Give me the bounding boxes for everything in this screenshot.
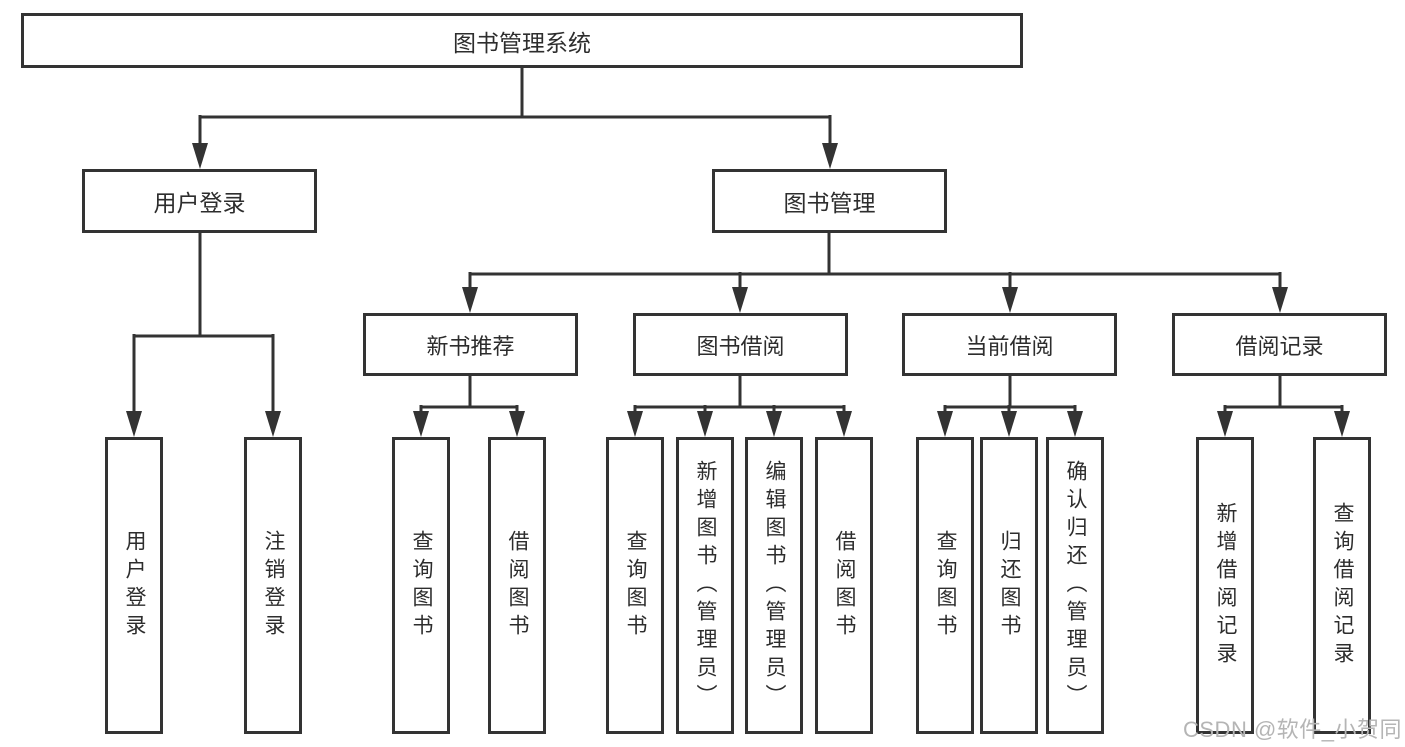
node-borrow-records: 借阅记录 — [1172, 313, 1387, 376]
leaf-query-books-1: 查询图书 — [392, 437, 450, 734]
leaf-return-book: 归还图书 — [980, 437, 1038, 734]
node-book-borrow: 图书借阅 — [633, 313, 848, 376]
node-root: 图书管理系统 — [21, 13, 1023, 68]
leaf-query-books-2: 查询图书 — [606, 437, 664, 734]
leaf-borrow-books-2: 借阅图书 — [815, 437, 873, 734]
arrowheads — [126, 143, 1350, 437]
node-book-management: 图书管理 — [712, 169, 947, 233]
node-new-book-recommend: 新书推荐 — [363, 313, 578, 376]
node-current-borrow: 当前借阅 — [902, 313, 1117, 376]
leaf-confirm-return-admin: 确认归还（管理员） — [1046, 437, 1104, 734]
watermark: CSDN @软件_小贺同学 — [1183, 717, 1403, 742]
leaf-edit-book-admin: 编辑图书（管理员） — [745, 437, 803, 734]
leaf-query-books-3: 查询图书 — [916, 437, 974, 734]
leaf-add-borrow-record: 新增借阅记录 — [1196, 437, 1254, 734]
leaf-add-book-admin: 新增图书（管理员） — [676, 437, 734, 734]
leaf-logout: 注销登录 — [244, 437, 302, 734]
node-user-login: 用户登录 — [82, 169, 317, 233]
leaf-user-login: 用户登录 — [105, 437, 163, 734]
leaf-borrow-books-1: 借阅图书 — [488, 437, 546, 734]
leaf-query-borrow-record: 查询借阅记录 — [1313, 437, 1371, 734]
